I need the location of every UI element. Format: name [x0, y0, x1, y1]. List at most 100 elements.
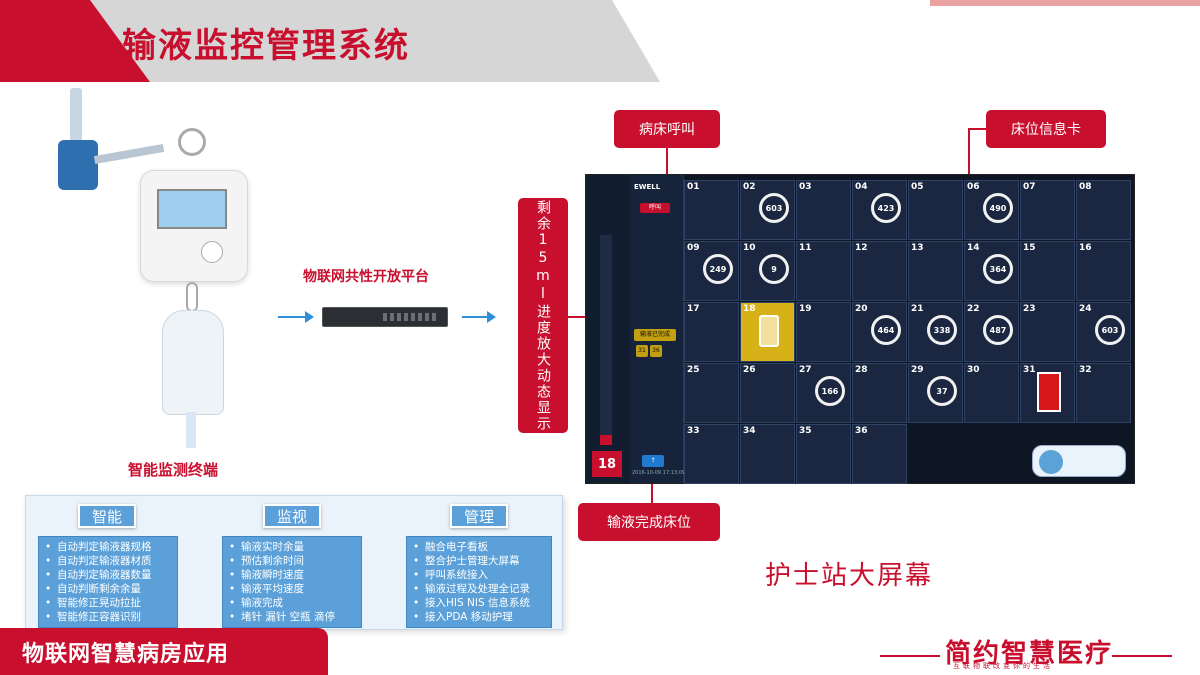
bed-number: 10: [743, 243, 756, 253]
bed-card[interactable]: 12: [852, 241, 907, 301]
bed-number: 27: [799, 365, 812, 375]
bed-card[interactable]: 19: [796, 302, 851, 362]
bed-card[interactable]: 25: [684, 363, 739, 423]
platform-label: 物联网共性开放平台: [303, 269, 429, 285]
bed-number: 05: [911, 182, 924, 192]
bed-card[interactable]: 36: [852, 424, 907, 484]
brand-divider: [1112, 655, 1172, 657]
bed-number: 24: [1079, 304, 1092, 314]
bed-card[interactable]: 34: [740, 424, 795, 484]
done-bed-chip[interactable]: 31: [636, 345, 648, 357]
feature-list-monitor: 输液实时余量 预估剩余时间 输液瞬时速度 输液平均速度 输液完成 堵针 漏针 空…: [222, 536, 362, 628]
bed-number: 07: [1023, 182, 1036, 192]
feature-item: 融合电子看板: [413, 540, 543, 554]
bed-card[interactable]: 30: [964, 363, 1019, 423]
bed-number: 19: [799, 304, 812, 314]
callout-remaining: 剩余15ml进度放大动态显示: [518, 198, 568, 433]
station-label: 护士站大屏幕: [765, 561, 934, 591]
header-band: [60, 0, 660, 82]
brand-slogan: 互联物联改变你的生活: [953, 662, 1053, 670]
callout-bed-call: 病床呼叫: [614, 110, 720, 148]
monitor-device-illustration: [140, 170, 248, 282]
bed-number: 21: [911, 304, 924, 314]
bed-card[interactable]: 28: [852, 363, 907, 423]
bed-card[interactable]: 11: [796, 241, 851, 301]
feature-head-manage: 管理: [450, 504, 508, 528]
arrow-right-icon: [462, 311, 496, 323]
iv-pole-illustration: [70, 88, 82, 148]
done-bed-chip[interactable]: 36: [650, 345, 662, 357]
bag-hook-illustration: [186, 282, 198, 312]
feature-item: 自动判定输液器材质: [45, 554, 169, 568]
remaining-volume-ring: 37: [927, 376, 957, 406]
iv-bag-illustration: [162, 310, 224, 415]
bed-card[interactable]: 05: [908, 180, 963, 240]
bed-number: 14: [967, 243, 980, 253]
bed-number: 35: [799, 426, 812, 436]
bed-number: 34: [743, 426, 756, 436]
bed-card[interactable]: 33: [684, 424, 739, 484]
brand-logo: 简约智慧医疗: [945, 639, 1114, 669]
feature-item: 堵针 漏针 空瓶 滴停: [229, 610, 353, 624]
bed-card[interactable]: 13: [908, 241, 963, 301]
bed-card[interactable]: 17: [684, 302, 739, 362]
bed-card[interactable]: 08: [1076, 180, 1131, 240]
infusion-done-badge[interactable]: 输液已完成: [634, 329, 676, 341]
legend-drop-icon: [1039, 450, 1063, 474]
bed-number: 16: [1079, 243, 1092, 253]
bed-number: 22: [967, 304, 980, 314]
bed-number: 29: [911, 365, 924, 375]
remaining-volume-ring: 603: [1095, 315, 1125, 345]
bed-card[interactable]: 03: [796, 180, 851, 240]
feature-item: 智能修正容器识别: [45, 610, 169, 624]
bed-card[interactable]: 01: [684, 180, 739, 240]
bed-number: 15: [1023, 243, 1036, 253]
remaining-volume-ring: 166: [815, 376, 845, 406]
device-screen-illustration: [157, 189, 227, 229]
bed-number: 36: [855, 426, 868, 436]
feature-item: 输液瞬时速度: [229, 568, 353, 582]
remaining-volume-ring: 364: [983, 254, 1013, 284]
alarm-bottle-icon: [1037, 372, 1061, 412]
device-button-illustration: [201, 241, 223, 263]
bed-number: 09: [687, 243, 700, 253]
bed-number: 11: [799, 243, 812, 253]
bed-card[interactable]: 23: [1020, 302, 1075, 362]
bed-card[interactable]: 15: [1020, 241, 1075, 301]
bed-card[interactable]: 18: [740, 302, 795, 362]
device-label: 智能监测终端: [128, 461, 219, 479]
pole-clamp-illustration: [58, 140, 98, 190]
bottle-icon: [759, 315, 779, 347]
bed-number: 20: [855, 304, 868, 314]
remaining-volume-ring: 338: [927, 315, 957, 345]
call-alert-badge[interactable]: 呼叫: [640, 203, 670, 213]
bed-card[interactable]: 31: [1020, 363, 1075, 423]
feature-item: 自动判定输液器数量: [45, 568, 169, 582]
bed-card[interactable]: 16: [1076, 241, 1131, 301]
bed-number: 33: [687, 426, 700, 436]
bed-number: 01: [687, 182, 700, 192]
bed-card[interactable]: 07: [1020, 180, 1075, 240]
arrow-right-icon: [278, 311, 314, 323]
remaining-volume-ring: 490: [983, 193, 1013, 223]
bed-number: 02: [743, 182, 756, 192]
screen-scroll-button[interactable]: ↑: [642, 455, 664, 467]
bed-card[interactable]: 32: [1076, 363, 1131, 423]
remaining-volume-ring: 464: [871, 315, 901, 345]
bed-card[interactable]: 35: [796, 424, 851, 484]
bed-card[interactable]: 26: [740, 363, 795, 423]
feature-item: 接入PDA 移动护理: [413, 610, 543, 624]
